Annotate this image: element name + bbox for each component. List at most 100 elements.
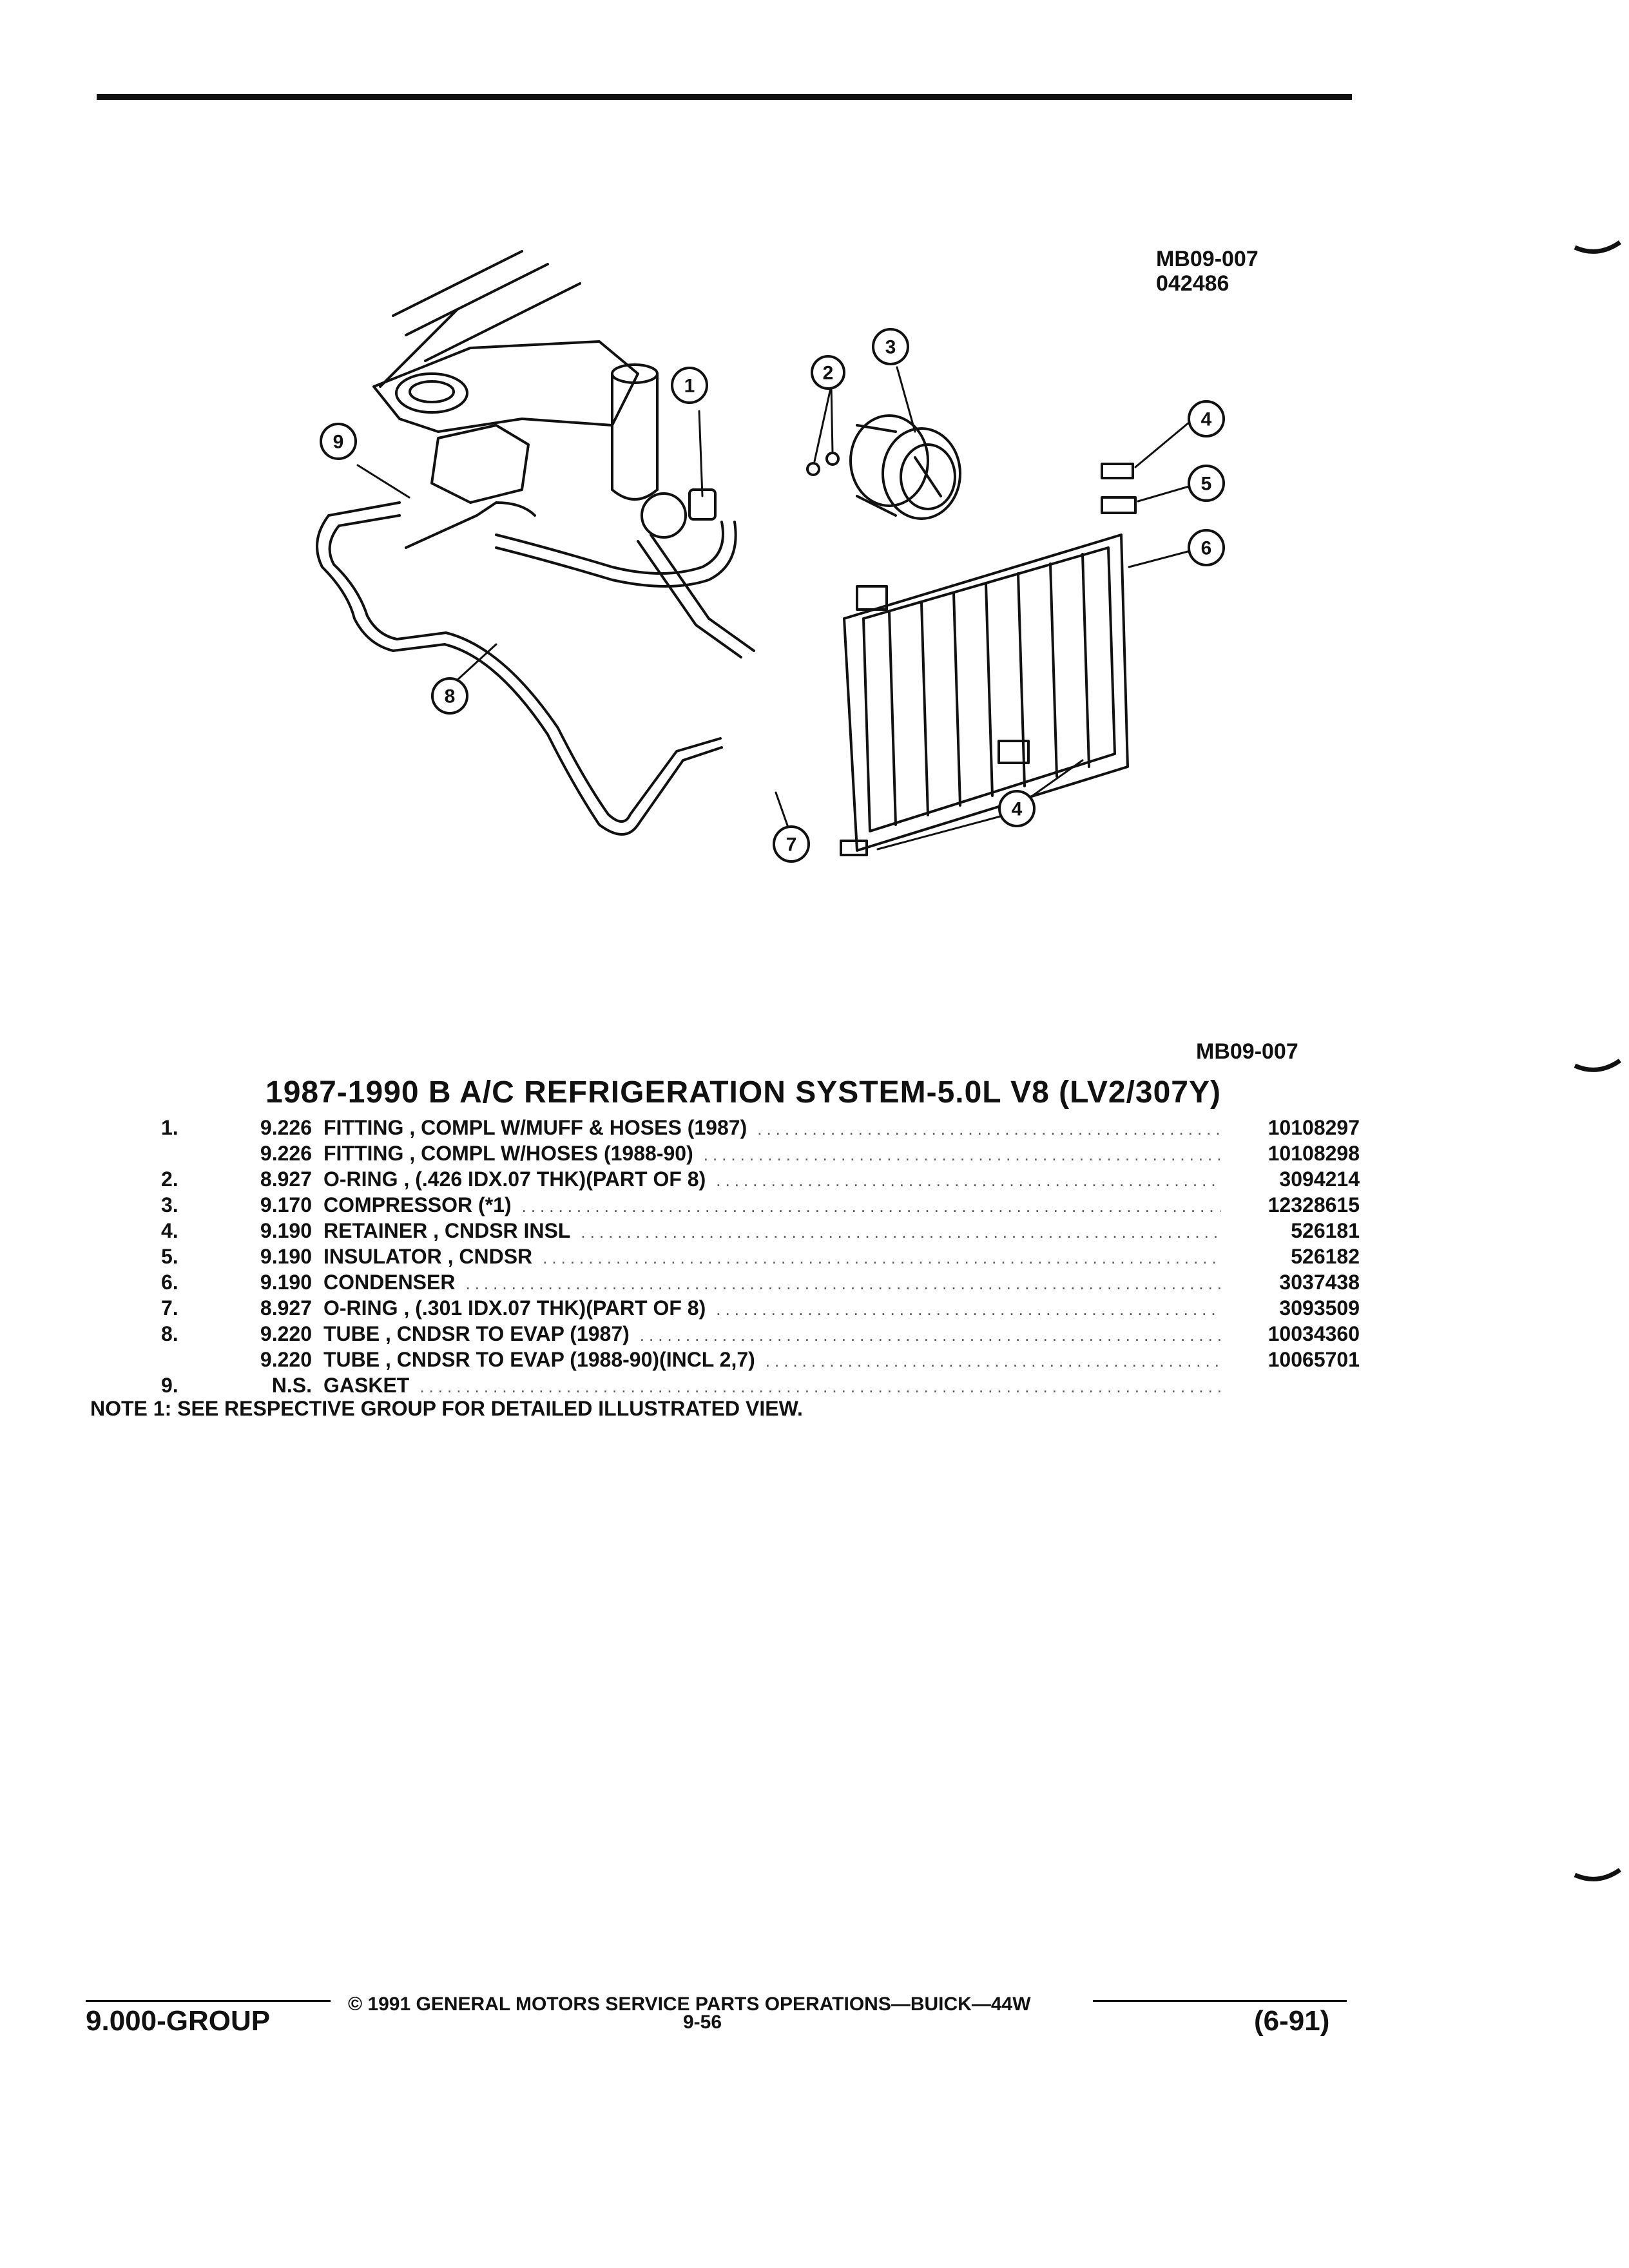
group-number: 9.220 [260,1348,312,1371]
retainers-insulators [840,463,1137,856]
leader-dots [716,1171,1220,1191]
leader-dots [757,1119,1220,1139]
callout-6-label: 6 [1201,538,1212,559]
part-description: FITTING , COMPL W/HOSES (1988-90) [323,1142,693,1165]
leader-dots [522,1196,1220,1216]
item-number: 8. [161,1322,178,1345]
callout-4-bottom-label: 4 [1012,799,1023,820]
item-number: 4. [161,1219,178,1242]
item-number: 5. [161,1245,178,1268]
part-number: 10065701 [1268,1348,1360,1371]
callout-3-label: 3 [885,337,896,358]
group-number: 9.170 [260,1193,312,1216]
part-description: TUBE , CNDSR TO EVAP (1988-90)(INCL 2,7) [323,1348,755,1371]
part-number: 3093509 [1279,1296,1360,1320]
group-number: 9.220 [260,1322,312,1345]
leader-dots [465,1274,1220,1294]
part-number: 10108297 [1268,1116,1360,1139]
callout-6: 6 [1188,529,1225,566]
footer-date: (6-91) [1254,2005,1330,2037]
part-description: CONDENSER [323,1271,456,1294]
parts-row: 9. N.S. GASKET [161,1374,1360,1399]
firewall-sketch [372,250,639,504]
compressor [806,414,961,520]
callout-8-label: 8 [445,686,456,707]
figure-code: MB09-007 [1156,247,1258,271]
callout-9-label: 9 [333,432,344,453]
leader-dots [716,1300,1220,1320]
part-description: FITTING , COMPL W/MUFF & HOSES (1987) [323,1116,747,1139]
fitting-hoses [495,488,755,658]
leader-dots [581,1222,1220,1242]
part-description: O-RING , (.426 IDX.07 THK)(PART OF 8) [323,1168,706,1191]
callout-5-label: 5 [1201,474,1212,495]
footer-group: 9.000-GROUP [86,2005,271,2037]
part-description: TUBE , CNDSR TO EVAP (1987) [323,1322,630,1345]
group-number: 9.190 [260,1271,312,1294]
group-number: 8.927 [260,1168,312,1191]
parts-list: 1. 9.226 FITTING , COMPL W/MUFF & HOSES (1… [161,1116,1360,1399]
item-number: 6. [161,1271,178,1294]
footer-page: 9-56 [683,2012,722,2033]
condenser-to-evap-tube [316,501,723,836]
part-number: 526181 [1291,1219,1360,1242]
leader-dots [640,1325,1220,1345]
callout-4-top: 4 [1188,400,1225,437]
part-description: O-RING , (.301 IDX.07 THK)(PART OF 8) [323,1296,706,1320]
figure-code-below: MB09-007 [1196,1039,1298,1064]
parts-row: 4. 9.190 RETAINER , CNDSR INSL 526181 [161,1219,1360,1245]
parts-row: 9.226 FITTING , COMPL W/HOSES (1988-90) 10… [161,1142,1360,1168]
parts-row: 7. 8.927 O-RING , (.301 IDX.07 THK)(PART O… [161,1296,1360,1322]
item-number: 3. [161,1193,178,1216]
edge-mark [1574,240,1622,254]
leader-dots [766,1351,1220,1371]
note: NOTE 1: SEE RESPECTIVE GROUP FOR DETAILE… [90,1397,803,1420]
parts-row: 1. 9.226 FITTING , COMPL W/MUFF & HOSES (1… [161,1116,1360,1142]
group-number: 8.927 [260,1296,312,1320]
group-number: 9.226 [260,1142,312,1165]
group-number: 9.190 [260,1219,312,1242]
group-number: N.S. [271,1374,312,1397]
part-number: 526182 [1291,1245,1360,1268]
part-number: 3094214 [1279,1168,1360,1191]
footer-copyright: © 1991 GENERAL MOTORS SERVICE PARTS OPER… [348,1994,1031,2015]
group-number: 9.226 [260,1116,312,1139]
figure-number: 042486 [1156,271,1229,296]
leader-dots [419,1377,1220,1397]
callout-1: 1 [671,367,708,404]
callout-1-label: 1 [684,376,695,397]
parts-title: 1987-1990 B A/C REFRIGERATION SYSTEM-5.0… [265,1075,1221,1110]
condenser [843,533,1129,852]
item-number: 1. [161,1116,178,1139]
parts-row: 9.220 TUBE , CNDSR TO EVAP (1988-90)(INCL… [161,1348,1360,1374]
callout-7: 7 [773,825,810,863]
item-number: 7. [161,1296,178,1320]
part-number: 10108298 [1268,1142,1360,1165]
callout-2: 2 [811,355,845,390]
part-number: 10034360 [1268,1322,1360,1345]
group-number: 9.190 [260,1245,312,1268]
callout-2-label: 2 [823,363,834,384]
leader-dots [704,1145,1220,1165]
item-number: 9. [161,1374,178,1397]
part-description: RETAINER , CNDSR INSL [323,1219,571,1242]
part-description: COMPRESSOR (*1) [323,1193,512,1216]
callout-4-top-label: 4 [1201,409,1212,430]
parts-row: 8. 9.220 TUBE , CNDSR TO EVAP (1987) 100343… [161,1322,1360,1348]
footer-rule-left [86,2000,331,2002]
callout-4-bottom: 4 [998,790,1036,827]
leader-dots [543,1248,1220,1268]
callout-9: 9 [320,423,357,460]
callout-leaders [356,366,1204,850]
accumulator [395,363,659,501]
edge-mark [1574,1868,1622,1881]
part-number: 3037438 [1279,1271,1360,1294]
parts-row: 6. 9.190 CONDENSER 3037438 [161,1271,1360,1296]
edge-mark [1574,1059,1622,1072]
part-description: GASKET [323,1374,410,1397]
footer-rule-right [1093,2000,1347,2002]
ac-system-diagram: 9 1 2 3 4 5 6 8 7 4 [316,250,1225,863]
